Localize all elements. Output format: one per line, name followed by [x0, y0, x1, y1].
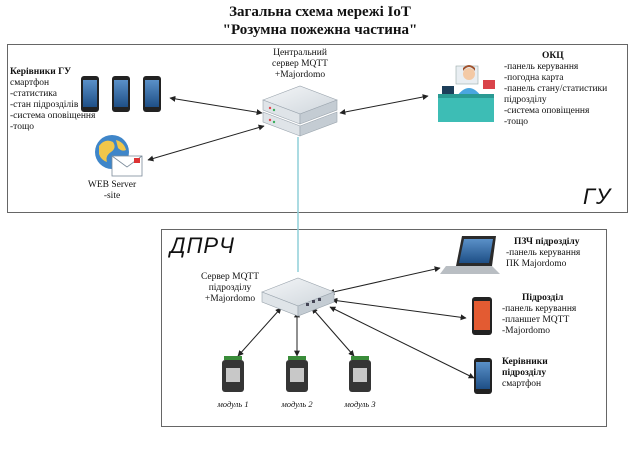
arrow-server-module1 [237, 307, 282, 357]
laptop-icon [440, 236, 500, 274]
central-server-line3: +Majordomo [274, 70, 326, 80]
gu-leaders-item: смартфон [10, 78, 50, 88]
iot-module-icon [349, 356, 371, 392]
unit-server-line3: +Majordomo [204, 294, 256, 304]
gu-leaders-title: Керівники ГУ [10, 67, 72, 77]
iot-module-icon [286, 356, 308, 392]
unit-leaders-block: Керівники підрозділу смартфон [502, 357, 548, 390]
arrow-server-okc [339, 94, 429, 115]
web-server-label: WEB Server -site [80, 180, 144, 202]
unit-server-label: Сервер MQTT підрозділу +Majordomo [188, 272, 272, 305]
pzch-block: ПЗЧ підрозділу -панель керування ПК Majo… [506, 237, 580, 270]
unit-server-icon [261, 277, 335, 317]
smartphone-icon [112, 76, 130, 112]
web-server-line1: WEB Server [87, 180, 137, 190]
iot-module-icon [222, 356, 244, 392]
okc-item: -тощо [504, 117, 529, 127]
arrow-server-module3 [311, 307, 355, 357]
operator-icon [438, 65, 495, 122]
unit-item: -Majordomo [502, 326, 551, 336]
gu-tag: ГУ [583, 184, 612, 209]
unit-server-line2: підрозділу [208, 283, 252, 293]
smartphone-icon [143, 76, 161, 112]
dprch-tag: ДПРЧ [170, 233, 235, 258]
unit-server-line1: Сервер MQTT [200, 272, 260, 282]
pzch-title: ПЗЧ підрозділу [514, 237, 580, 247]
okc-item: підрозділу [504, 95, 547, 105]
unit-block: Підрозділ -панель керування -планшет MQT… [502, 293, 576, 337]
arrow-web-server [147, 124, 265, 162]
okc-item: -погодна карта [504, 73, 564, 83]
unit-leaders-sub: смартфон [502, 379, 542, 389]
gu-leaders-item: -статистика [10, 89, 57, 99]
okc-title: ОКЦ [542, 51, 564, 61]
unit-item: -панель керування [502, 304, 577, 314]
central-server-icon [262, 85, 338, 137]
web-globe-icon [95, 135, 143, 177]
okc-item: -панель стану/статистики [504, 84, 608, 94]
gu-leaders-item: -система оповіщення [10, 111, 96, 121]
okc-block: ОКЦ -панель керування -погодна карта -па… [504, 51, 607, 128]
pzch-item: ПК Majordomo [506, 259, 567, 269]
arrow-server-unit [331, 297, 467, 321]
module-label: модуль 1 [217, 399, 249, 409]
pzch-item: -панель керування [506, 248, 581, 258]
diagram-title: Загальна схема мережі IoT [229, 4, 411, 20]
gu-leaders-item: -тощо [10, 122, 35, 132]
gu-leaders-item: -стан підрозділів [10, 100, 79, 110]
module-label: модуль 3 [344, 399, 376, 409]
leader-smartphone-icon [474, 358, 492, 394]
gu-leaders-block: Керівники ГУ смартфон -статистика -стан … [10, 67, 95, 133]
central-server-line2: сервер MQTT [272, 59, 328, 69]
arrow-server-pzch [328, 266, 441, 295]
central-server-line1: Центральний [273, 48, 327, 58]
web-server-line2: -site [103, 191, 121, 201]
okc-item: -панель керування [504, 62, 579, 72]
module-label: модуль 2 [281, 399, 313, 409]
arrow-leaders-server [169, 95, 263, 116]
tablet-icon [472, 297, 492, 335]
diagram-subtitle: "Розумна пожежна частина" [222, 22, 418, 38]
okc-item: -система оповіщення [504, 106, 590, 116]
unit-item: -планшет MQTT [502, 315, 570, 325]
smartphone-icon [81, 76, 99, 112]
central-server-label: Центральний сервер MQTT +Majordomo [250, 48, 350, 81]
unit-leaders-title2: підрозділу [502, 368, 547, 378]
unit-leaders-title: Керівники [502, 357, 548, 367]
unit-title: Підрозділ [522, 293, 564, 303]
